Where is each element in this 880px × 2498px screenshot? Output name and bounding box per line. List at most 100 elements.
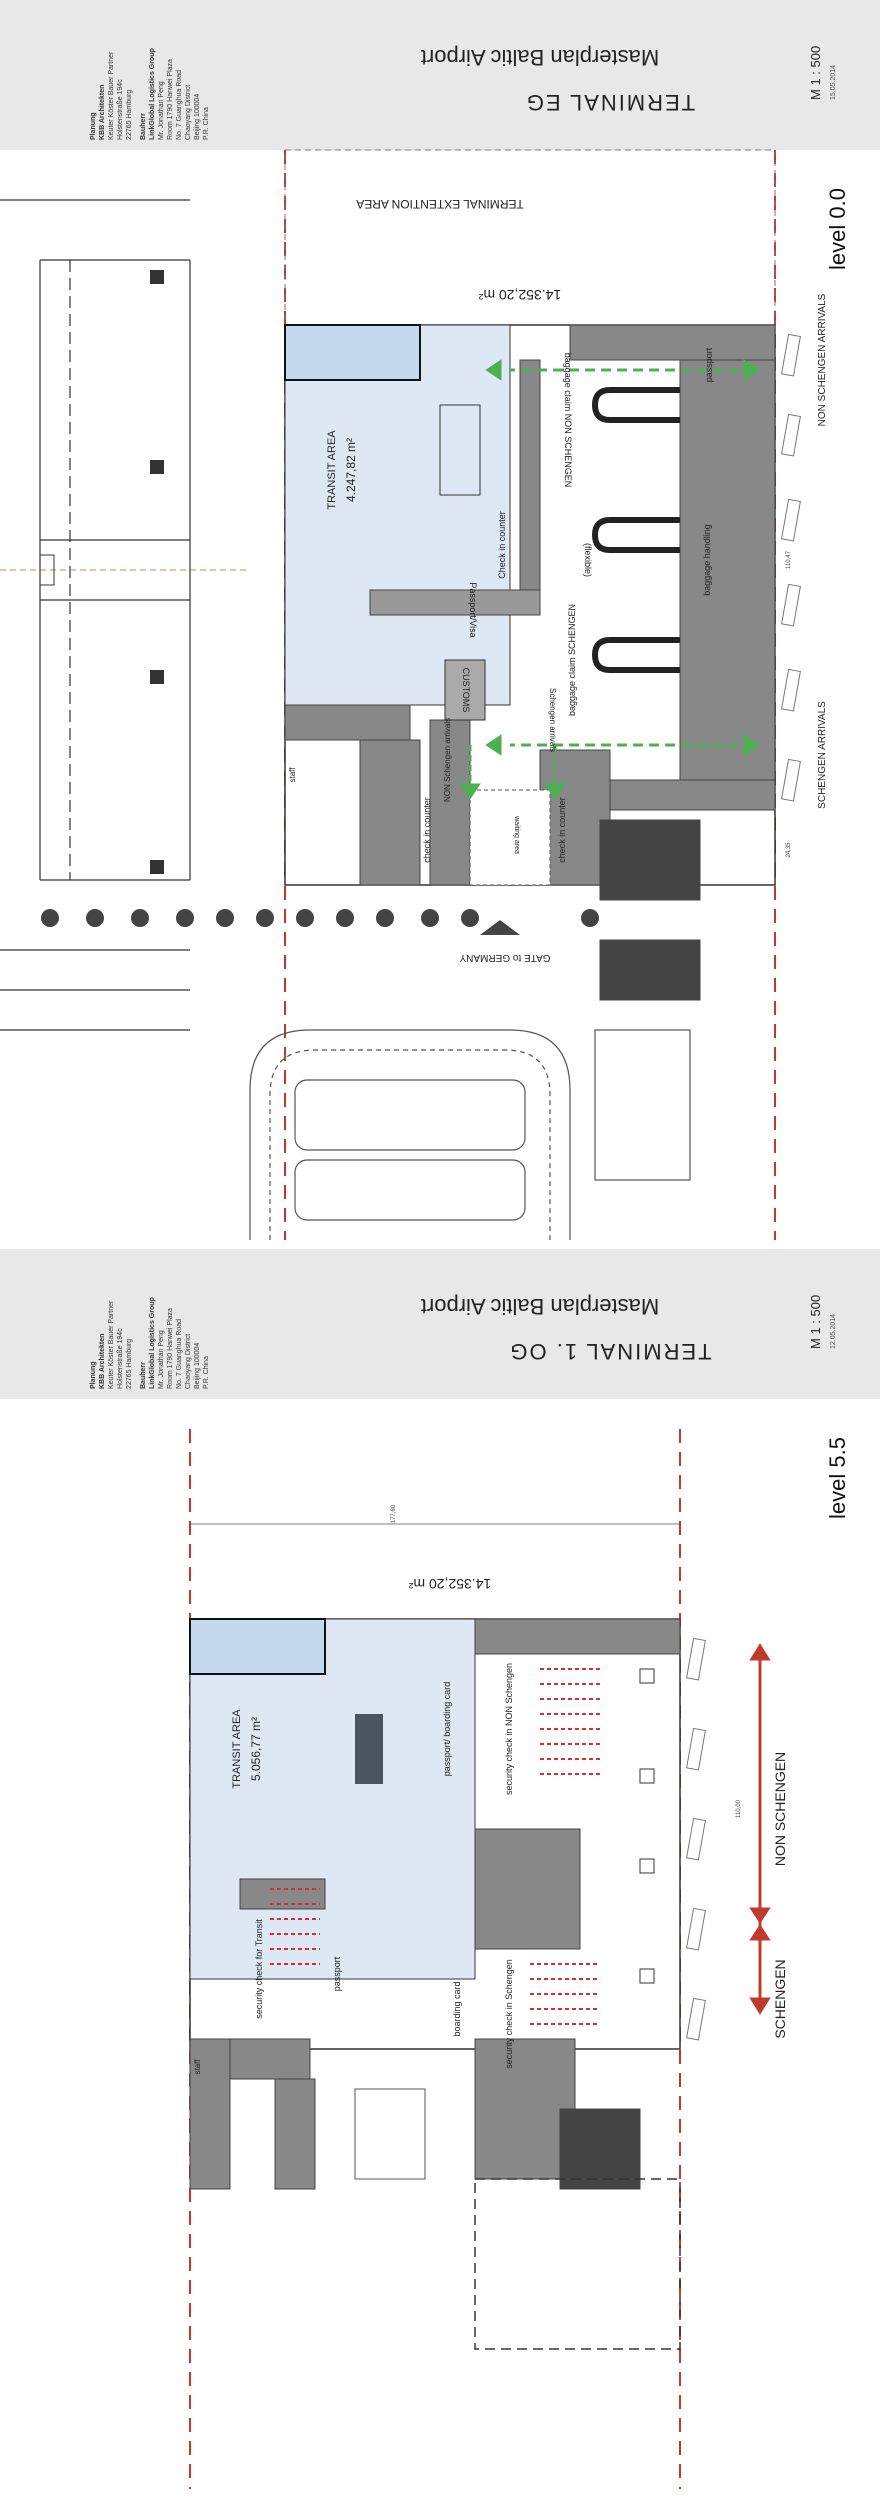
transit-label: TRANSIT AREA: [326, 430, 338, 510]
transit-area-value: 5.056,77 m²: [249, 1717, 263, 1781]
transit-area: [189, 1618, 476, 1980]
planer-line: Planung: [90, 112, 97, 140]
schengen-zone-label: SCHENGEN: [772, 1959, 788, 2038]
client-line: Chaoyang District: [185, 85, 192, 140]
client-line: No. 7 Guanghua Road: [176, 70, 183, 140]
boarding-card-label: boarding card: [452, 1981, 462, 2036]
passport-boarding-label: passport/ boarding card: [442, 1682, 452, 1777]
transit-area-value: 4.247,82 m²: [344, 438, 358, 502]
zone-arrows: [749, 1643, 771, 2015]
project-title: Masterplan Baltic Airport: [421, 1294, 659, 1319]
planer-line: 22765 Hamburg: [126, 90, 133, 140]
passport-visa-label: Passport/Visa: [468, 582, 478, 637]
date-label: 12.05.2014: [830, 1314, 837, 1349]
aircraft-stands: [781, 333, 801, 802]
dimension-label: 110,47: [786, 550, 792, 569]
waiting-area: [469, 789, 551, 886]
planer-line: Keuter Köster Bauer Partner: [108, 51, 115, 140]
service-zones: [189, 1618, 681, 2190]
arrival-gates: [639, 1668, 655, 1984]
level-label: level 0.0: [825, 188, 850, 270]
aircraft-stands: [686, 1637, 706, 2041]
planer-line: Holstenstraße 194c: [117, 79, 124, 140]
dimension-label: 177,60: [391, 1504, 397, 1523]
flexible-label: (flexible): [583, 543, 593, 577]
non-schengen-arrivals-label: NON SCHENGEN ARRIVALS: [817, 293, 828, 426]
non-schengen-arrivals-small: NON Schengen arrivals: [443, 718, 452, 802]
gate-arrow: [480, 920, 520, 935]
stair-cores: [39, 270, 164, 874]
client-line: No. 7 Guanghua Road: [176, 1319, 183, 1389]
client-line: Bauherr: [140, 113, 147, 140]
check-in-counter-right: check in counter: [557, 797, 567, 863]
planer-line: KBB Architekten: [99, 1334, 106, 1389]
schengen-arrivals-small: Schengen arrivals: [548, 688, 557, 752]
client-line: LinkGlobal Logistics Group: [149, 48, 156, 140]
security-non-label: security check in NON Schengen: [504, 1663, 514, 1795]
client-line: Bauherr: [140, 1362, 147, 1389]
planer-line: Keuter Köster Bauer Partner: [108, 1300, 115, 1389]
planer-line: 22765 Hamburg: [126, 1339, 133, 1389]
client-line: Beijing 100004: [194, 1343, 201, 1389]
project-title: Masterplan Baltic Airport: [421, 45, 659, 70]
gross-area-label: 14.352,20 m²: [408, 1576, 491, 1592]
client-line: LinkGlobal Logistics Group: [149, 1297, 156, 1389]
check-in-counter-left: check in counter: [422, 797, 432, 863]
customs-box: [444, 659, 486, 721]
gross-area-label: 14.352,20 m²: [478, 287, 561, 303]
floorplan-level-5: Planung KBB Architekten Keuter Köster Ba…: [0, 1249, 880, 2489]
baggage-claim-schengen-label: baggage claim SCHENGEN: [567, 604, 577, 716]
transit-lounge: [189, 1618, 326, 1675]
transit-lounge: [284, 324, 421, 381]
client-line: Mr. Jonathan Peng: [158, 1330, 165, 1389]
security-schengen-label: security check in Schengen: [504, 1959, 514, 2069]
client-line: Room 1790 Hanwei Plaza: [167, 1308, 174, 1389]
sheet-terminal-eg: Planung KBB Architekten Keuter Köster Ba…: [0, 0, 880, 1240]
waiting-area-label: waiting area: [513, 815, 520, 854]
baggage-carousels: [591, 387, 680, 673]
non-schengen-zone-label: NON SCHENGEN: [772, 1752, 788, 1866]
flow-arrows: [459, 359, 760, 800]
extension-label: TERMINAL EXTENTION AREA: [356, 197, 524, 211]
transit-core: [355, 1714, 383, 1784]
level-label: level 5.5: [825, 1437, 850, 1519]
dimension-label: 24,35: [786, 842, 792, 858]
client-line: Mr. Jonathan Peng: [158, 81, 165, 140]
dimension-label: 110,00: [736, 1799, 742, 1818]
staff-label: staff: [288, 767, 297, 783]
client-line: Room 1790 Hanwei Plaza: [167, 59, 174, 140]
scale-label: M 1 : 500: [808, 1295, 823, 1349]
transit-label: TRANSIT AREA: [231, 1709, 243, 1789]
passport-label: passport: [704, 347, 714, 382]
header-band: [0, 0, 880, 150]
date-label: 15.05.2014: [830, 65, 837, 100]
schengen-arrivals-label: SCHENGEN ARRIVALS: [817, 701, 828, 809]
baggage-claim-non-label: baggage claim NON SCHENGEN: [563, 353, 573, 488]
header-band: [0, 1249, 880, 1399]
planer-line: Planung: [90, 1361, 97, 1389]
client-line: P.R. China: [203, 107, 210, 140]
existing-building: [0, 199, 250, 1031]
parking-lot: [249, 1029, 691, 1240]
checkin-counter-label: Check in counter: [497, 511, 507, 579]
client-line: Beijing 100004: [194, 94, 201, 140]
drawing-title: TERMINAL 1. OG: [508, 1339, 711, 1364]
client-line: Chaoyang District: [185, 1334, 192, 1389]
security-lanes: [270, 1668, 600, 2025]
client-line: P.R. China: [203, 1356, 210, 1389]
planer-block: Planung KBB Architekten Keuter Köster Ba…: [90, 1300, 133, 1389]
customs-label: CUSTOMS: [461, 668, 471, 713]
passport-label: passport: [332, 1956, 342, 1991]
planer-line: Holstenstraße 194c: [117, 1328, 124, 1389]
sheet-terminal-1og: Planung KBB Architekten Keuter Köster Ba…: [0, 1249, 880, 2498]
baggage-handling-label: baggage handling: [702, 524, 712, 596]
drawing-title: TERMINAL EG: [525, 90, 695, 115]
client-block: Bauherr LinkGlobal Logistics Group Mr. J…: [140, 1297, 210, 1389]
future-building: [474, 2178, 681, 2350]
planer-line: KBB Architekten: [99, 85, 106, 140]
transit-area: [284, 324, 511, 706]
security-transit-label: security check for Transit: [254, 1919, 264, 2019]
staff-label: staff: [193, 2059, 202, 2075]
gate-label: GATE to GERMANY: [459, 952, 550, 963]
client-block: Bauherr LinkGlobal Logistics Group Mr. J…: [140, 48, 210, 140]
